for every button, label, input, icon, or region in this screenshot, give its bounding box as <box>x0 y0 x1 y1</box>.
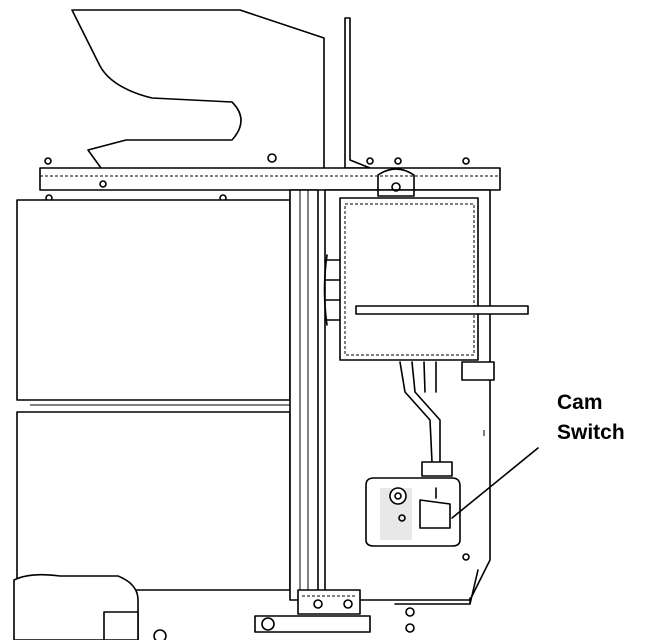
lower-gear-housing <box>13 573 167 640</box>
upper-bracket <box>71 9 325 185</box>
top-rail <box>39 157 501 202</box>
motor-housing <box>323 168 479 361</box>
horizontal-shaft <box>355 305 529 315</box>
left-housing <box>16 199 291 591</box>
vertical-rod <box>344 17 371 169</box>
callout-leader-line <box>451 447 539 519</box>
cam-switch-label: Switch <box>557 421 625 444</box>
bottom-bracket <box>254 569 479 633</box>
cam-switch-label: Cam <box>557 391 603 414</box>
wire-harness <box>399 361 495 477</box>
column-frame <box>289 189 319 601</box>
cam-switch <box>365 477 461 547</box>
